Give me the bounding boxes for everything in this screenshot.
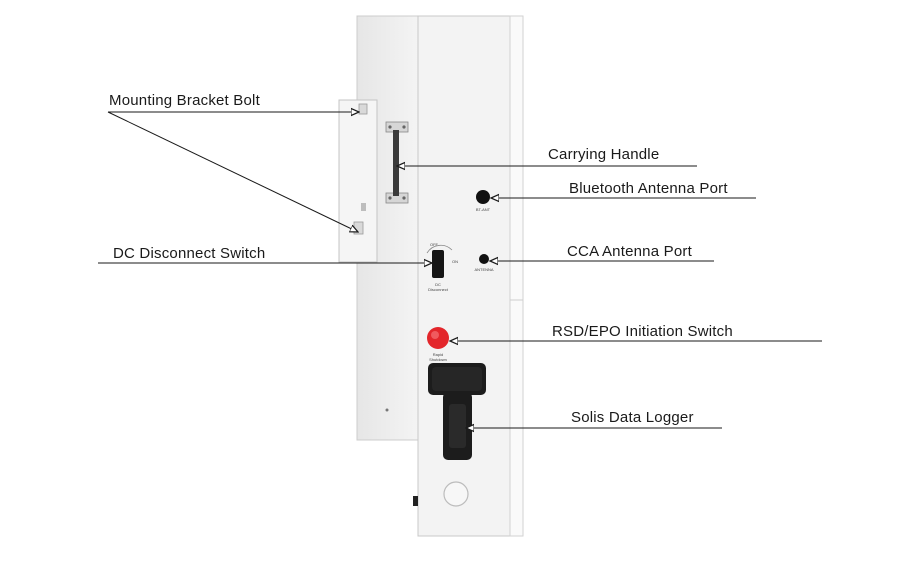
handle-screw [388, 196, 392, 200]
label-solis-data-logger: Solis Data Logger [571, 409, 694, 426]
label-bluetooth-antenna-port: Bluetooth Antenna Port [569, 180, 728, 197]
label-mounting-bracket-bolt: Mounting Bracket Bolt [109, 92, 260, 109]
switch-dial-arc [426, 244, 453, 254]
side-dot [385, 408, 389, 412]
bracket-lower-bolt [353, 221, 364, 235]
antenna-port-marking: ANTENNA [474, 267, 493, 272]
bt-port-marking: BT-ANT [476, 207, 491, 212]
mounting-bracket [338, 99, 378, 263]
label-dc-disconnect-switch: DC Disconnect Switch [113, 245, 266, 262]
label-cca-antenna-port: CCA Antenna Port [567, 243, 692, 260]
dc-disconnect-knob [432, 250, 444, 278]
rsd-epo-button [427, 327, 449, 349]
cable-gland [443, 481, 469, 507]
handle-screw [388, 125, 392, 129]
switch-on-marking: ON [452, 259, 458, 264]
bracket-slot [361, 203, 366, 211]
data-logger-head-face [432, 367, 482, 391]
dc-marking: DC [435, 282, 441, 287]
bottom-tab [413, 496, 418, 506]
switch-off-marking: OFF [430, 242, 439, 247]
shutdown-marking: Shutdown [429, 357, 447, 362]
disconnect-marking: Disconnect [428, 287, 449, 292]
leader-mounting-bolt-bottom [107, 111, 358, 232]
rapid-marking: Rapid [433, 352, 443, 357]
cca-antenna-port [479, 254, 489, 264]
label-carrying-handle: Carrying Handle [548, 146, 660, 163]
rsd-epo-button-highlight [431, 331, 439, 339]
label-rsd-epo-initiation-switch: RSD/EPO Initiation Switch [552, 323, 733, 340]
handle-screw [402, 125, 406, 129]
bluetooth-port [476, 190, 490, 204]
handle-screw [402, 196, 406, 200]
handle-bar [393, 130, 399, 196]
right-edge-strip [509, 15, 524, 537]
bracket-top-bolt [358, 103, 368, 115]
data-logger-grip [449, 404, 466, 448]
